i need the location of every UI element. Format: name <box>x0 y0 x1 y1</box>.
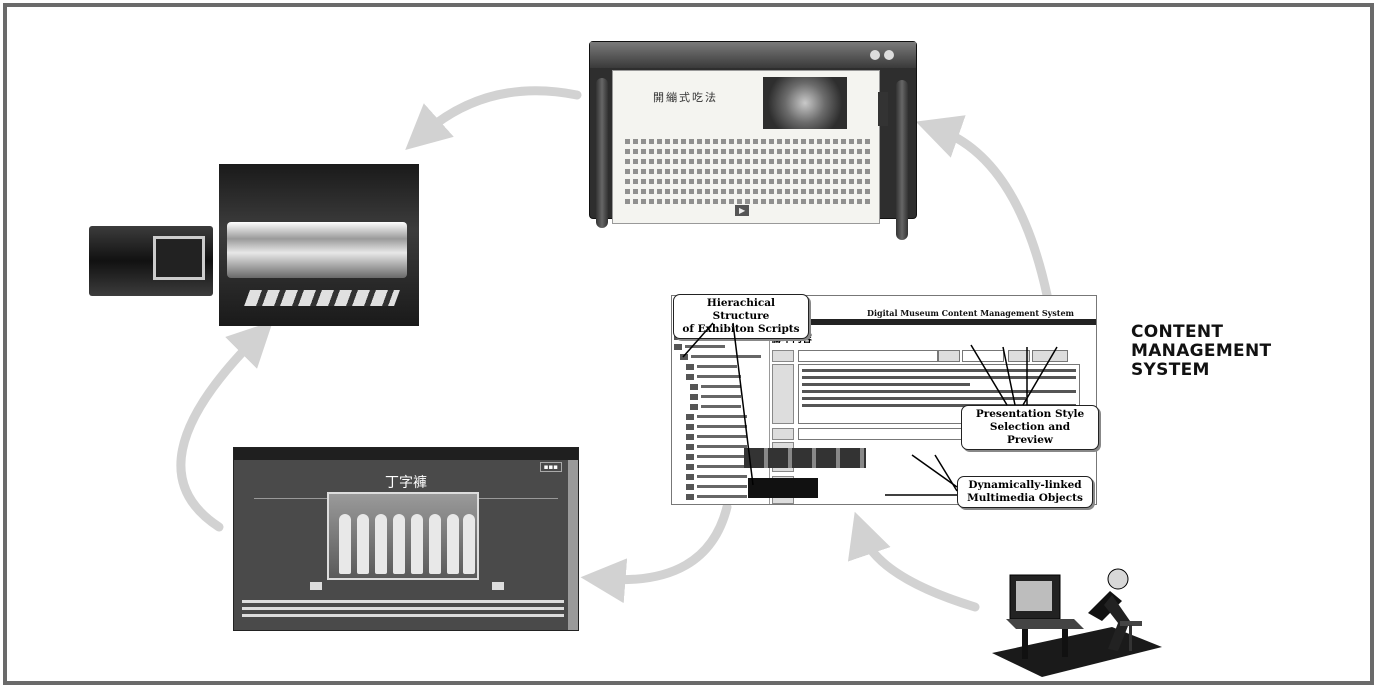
browser-page-heading: 丁字褲 <box>385 475 427 491</box>
cms-label: CONTENT MANAGEMENT SYSTEM <box>1131 323 1271 380</box>
player-titlebar <box>590 42 916 68</box>
cms-video-object[interactable] <box>748 478 818 498</box>
browser-next-button[interactable] <box>492 582 504 590</box>
multimedia-player-window: 開繃式吃法 ▶ <box>589 41 917 240</box>
player-right-rail <box>896 80 908 240</box>
player-side-tab[interactable] <box>878 92 888 126</box>
player-play-button[interactable]: ▶ <box>735 205 750 216</box>
player-text-block <box>625 139 871 209</box>
kiosk-cylinder <box>227 222 407 278</box>
cms-label-line3: SYSTEM <box>1131 360 1210 380</box>
player-left-rail <box>596 78 608 228</box>
callout-multimedia-line1: Dynamically-linked <box>968 479 1082 491</box>
arrow-user-to-cms <box>847 511 980 612</box>
callout-multimedia-line2: Multimedia Objects <box>967 492 1083 504</box>
arrow-cms-to-browser <box>580 502 732 604</box>
browser-photo <box>327 492 479 580</box>
browser-tab-button[interactable]: ▪▪▪ <box>539 462 562 472</box>
flow-arrows <box>176 86 1052 612</box>
cms-screen-title: Digital Museum Content Management System <box>867 308 1074 318</box>
cms-title-input[interactable] <box>798 350 938 362</box>
player-screen: 開繃式吃法 <box>612 70 880 224</box>
callout-hierarchy: Hierachical Structure of Exhibiton Scrip… <box>673 294 809 339</box>
browser-body-text <box>242 596 564 621</box>
cms-panel-heading: 腳本內容 <box>772 334 812 345</box>
cms-label-line1: CONTENT <box>1131 322 1224 342</box>
player-heading: 開繃式吃法 <box>653 91 718 104</box>
callout-multimedia: Dynamically-linked Multimedia Objects <box>957 476 1093 508</box>
browser-titlebar <box>234 448 578 460</box>
callout-hierarchy-line2: of Exhibiton Scripts <box>682 323 800 335</box>
player-image <box>763 77 847 129</box>
callout-presentation-line2: Selection and Preview <box>989 421 1071 446</box>
arrow-player-to-kiosk <box>405 86 582 150</box>
diagram-frame: 開繃式吃法 ▶ ▪▪▪ 丁字褲 <box>3 3 1374 685</box>
player-close-icon[interactable] <box>884 50 894 60</box>
web-browser-window: ▪▪▪ 丁字褲 <box>233 447 579 631</box>
callout-hierarchy-line1: Hierachical Structure <box>706 297 776 322</box>
cms-style-select[interactable] <box>962 350 1004 362</box>
player-minimize-icon[interactable] <box>870 50 880 60</box>
callout-pointers <box>682 322 1058 496</box>
cms-script-button[interactable] <box>1032 350 1068 362</box>
kiosk-projector-illustration <box>87 164 423 330</box>
cms-field-label <box>772 364 794 424</box>
cms-type-button[interactable] <box>938 350 960 362</box>
arrow-cms-to-player <box>915 115 1052 300</box>
cms-image-thumbnails[interactable] <box>744 448 866 468</box>
user-at-computer-icon <box>992 568 1162 677</box>
cms-navbar <box>800 319 1096 325</box>
cms-preview-button[interactable] <box>1008 350 1030 362</box>
cms-label-line2: MANAGEMENT <box>1131 341 1272 361</box>
callout-presentation: Presentation Style Selection and Preview <box>961 405 1099 450</box>
arrow-browser-to-kiosk <box>176 321 273 532</box>
cms-field-label <box>772 428 794 440</box>
cms-field-label <box>772 350 794 362</box>
projector-lens <box>153 236 205 280</box>
browser-scrollbar[interactable] <box>568 460 578 630</box>
browser-prev-button[interactable] <box>310 582 322 590</box>
callout-presentation-line1: Presentation Style <box>975 408 1085 420</box>
